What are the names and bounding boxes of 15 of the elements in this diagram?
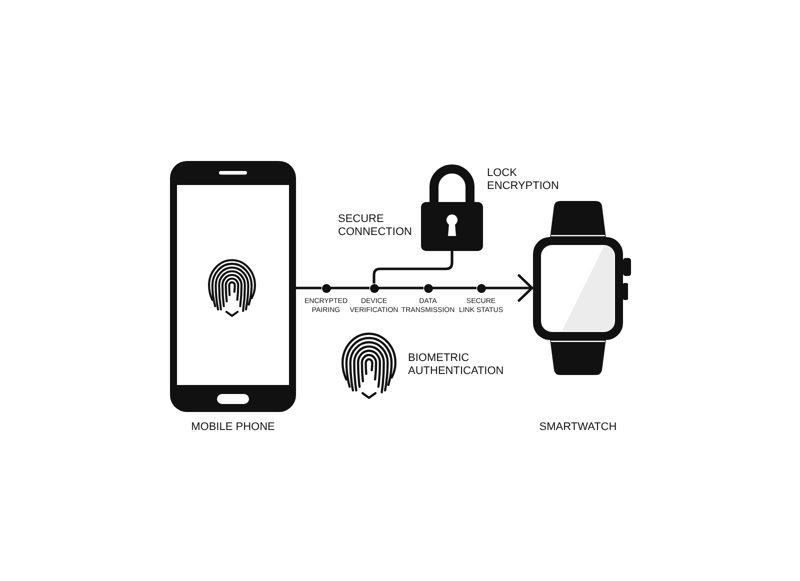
step-dot-icon <box>476 284 486 292</box>
device-label: MOBILE PHONE <box>191 421 275 434</box>
connector-line <box>330 286 370 290</box>
connection-label: SECURE CONNECTION <box>338 213 412 239</box>
device-label: SMARTWATCH <box>539 421 617 434</box>
step-dot-icon <box>322 284 330 292</box>
feature-label: BIOMETRIC AUTHENTICATION <box>408 352 504 378</box>
padlock-icon <box>421 164 483 251</box>
step-dot-icon <box>370 284 378 292</box>
arrow <box>486 274 534 302</box>
connector-line <box>378 286 424 290</box>
connector-line <box>432 286 476 290</box>
lock-label: LOCK ENCRYPTION <box>487 167 559 193</box>
step-dot-icon <box>424 284 432 292</box>
connector-line <box>296 286 322 290</box>
